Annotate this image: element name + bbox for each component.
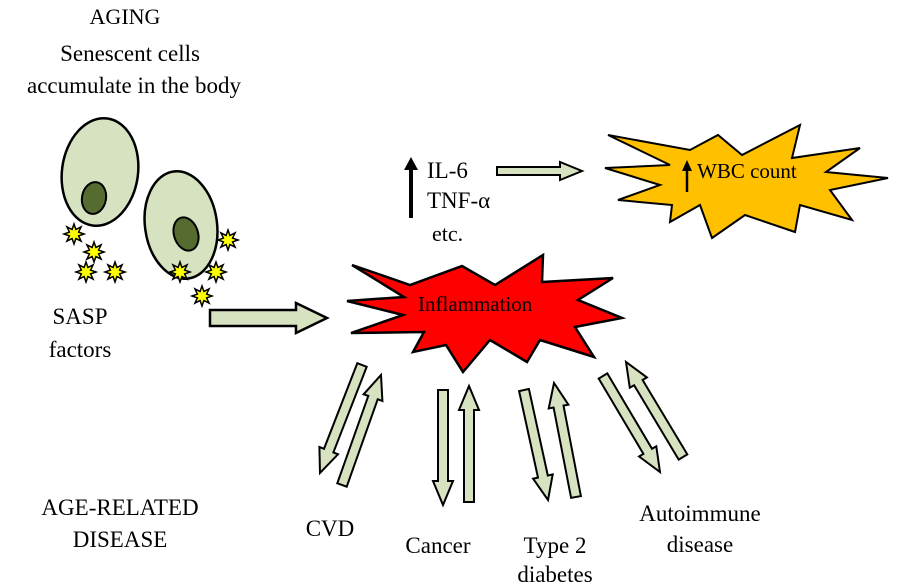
age-related-disease-line1: AGE-RELATED: [41, 495, 199, 520]
age-related-disease-line2: DISEASE: [72, 527, 168, 552]
sasp-to-inflammation-arrow: [208, 301, 330, 335]
arrow-diabetes-to-inflammation: [547, 380, 583, 500]
cytokine-tnf-alpha: TNF-α: [427, 188, 491, 213]
arrow-cvd-to-inflammation: [336, 372, 384, 488]
sasp-particle: [167, 259, 193, 285]
wbc-starburst: [604, 123, 889, 240]
senescent-cell: [143, 170, 219, 280]
aging-subtitle-line1: Senescent cells: [60, 41, 200, 66]
sasp-particle: [73, 259, 99, 285]
aging-heading: AGING: [89, 4, 161, 29]
arrow-autoimmune-to-inflammation: [624, 359, 689, 461]
disease-label-autoimmune-line2: disease: [666, 532, 734, 557]
disease-label-type2-line2: diabetes: [517, 562, 593, 587]
sasp-particle: [215, 227, 241, 253]
aging-subtitle-line2: accumulate in the body: [27, 73, 241, 98]
sasp-label-line2: factors: [48, 337, 112, 362]
senescent-cell: [60, 117, 140, 227]
inflammation-starburst: [346, 252, 627, 375]
sasp-particle: [102, 259, 128, 285]
sasp-particles: [61, 221, 241, 309]
disease-label-autoimmune-line1: Autoimmune: [639, 501, 761, 526]
cytokine-il6: IL-6: [427, 158, 468, 183]
sasp-particle: [81, 239, 107, 265]
cytokine-to-wbc-arrow: [496, 160, 585, 182]
inflammation-label: Inflammation: [418, 292, 533, 316]
sasp-particle: [61, 221, 87, 247]
sasp-particle: [203, 259, 229, 285]
arrow-inflammation-to-cvd: [318, 361, 368, 476]
sasp-label-line1: SASP: [52, 304, 108, 329]
disease-arrows: [318, 359, 689, 508]
disease-label-type2-line1: Type 2: [523, 533, 587, 558]
disease-label-cvd: CVD: [305, 516, 355, 541]
arrow-inflammation-to-diabetes: [517, 387, 554, 503]
arrow-cancer-to-inflammation: [457, 383, 481, 503]
increase-arrow-icon: [404, 157, 418, 218]
arrow-inflammation-to-cancer: [431, 389, 455, 508]
disease-label-cancer: Cancer: [405, 533, 471, 558]
wbc-count-label: WBC count: [697, 159, 797, 183]
sasp-particle: [189, 283, 215, 309]
arrow-inflammation-to-autoimmune: [597, 372, 662, 475]
cytokine-etc: etc.: [432, 221, 464, 246]
